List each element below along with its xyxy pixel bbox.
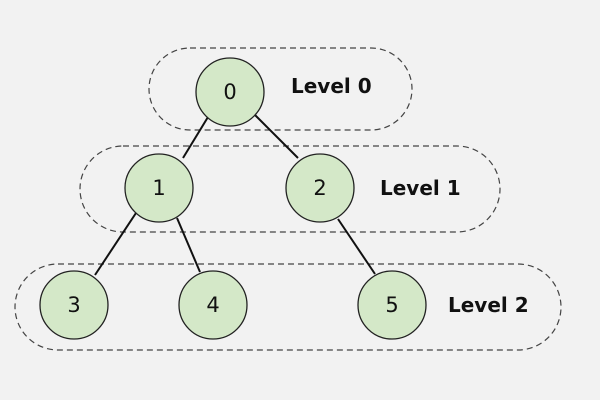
tree-node-3: 3 <box>39 270 109 340</box>
tree-node-4: 4 <box>178 270 248 340</box>
edge-0-1 <box>182 116 209 159</box>
node-label-0: 0 <box>223 80 236 104</box>
tree-node-1: 1 <box>124 153 194 223</box>
node-label-2: 2 <box>313 176 326 200</box>
level-box-0 <box>148 47 413 131</box>
level-label-0: Level 0 <box>291 74 372 98</box>
level-box-1 <box>79 145 501 233</box>
node-label-1: 1 <box>152 176 165 200</box>
level-label-1: Level 1 <box>380 176 461 200</box>
node-label-3: 3 <box>67 293 80 317</box>
edge-1-4 <box>176 217 201 273</box>
level-label-2: Level 2 <box>448 293 529 317</box>
edge-0-2 <box>254 114 299 159</box>
level-box-2 <box>14 263 562 351</box>
tree-node-2: 2 <box>285 153 355 223</box>
node-label-5: 5 <box>385 293 398 317</box>
tree-node-0: 0 <box>195 57 265 127</box>
edge-2-5 <box>337 218 376 275</box>
edge-1-3 <box>94 212 137 276</box>
node-label-4: 4 <box>206 293 219 317</box>
tree-node-5: 5 <box>357 270 427 340</box>
